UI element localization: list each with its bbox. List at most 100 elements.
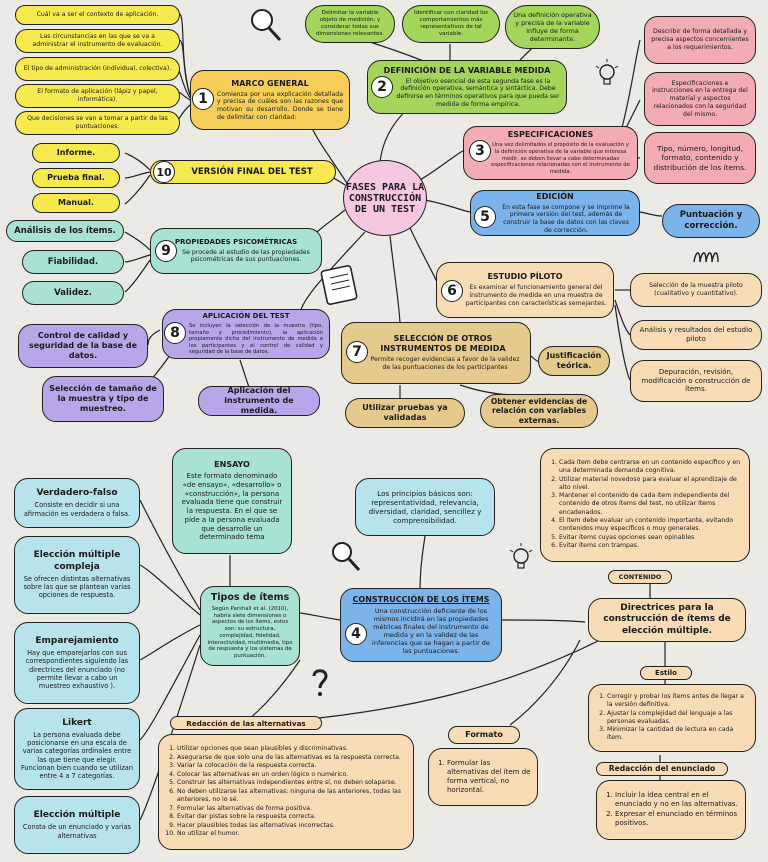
item-type-eleccion-multiple: Elección múltiple Consta de un enunciado…	[14, 796, 140, 854]
phase-number-10: 10	[153, 161, 175, 183]
alternativas-item: Evitar dar pistas sobre la respuesta cor…	[177, 813, 407, 821]
especificaciones-item-3: Tipo, número, longitud, formato, conteni…	[644, 132, 756, 184]
item-type-likert: Likert La persona evaluada debe posicion…	[14, 708, 140, 790]
ensayo-text: Este formato denominado «de ensayo», «de…	[181, 472, 283, 542]
seleccion-item-1: Justificación teórica.	[538, 346, 610, 376]
propiedades-item-3: Validez.	[22, 281, 124, 305]
item-type-text: Hay que emparejarlos con sus correspondi…	[25, 649, 129, 690]
contenido-label: CONTENIDO	[608, 570, 672, 584]
contenido-list-box: Cada ítem debe centrarse en un contenido…	[540, 448, 750, 562]
phase-number-2: 2	[371, 76, 393, 98]
edicion-text: En esta fase se compone y se imprime la …	[502, 203, 630, 234]
marco-title: MARCO GENERAL	[231, 78, 309, 88]
construccion-box: CONSTRUCCIÓN DE LOS ÍTEMS Una construcci…	[340, 588, 502, 662]
ensayo-title: ENSAYO	[214, 460, 250, 469]
enunciado-label: Redacción del enunciado	[596, 762, 728, 776]
squiggle-icon	[693, 252, 719, 263]
phase-number-6: 6	[441, 280, 463, 302]
definicion-box: DEFINICIÓN DE LA VARIABLE MEDIDA El obje…	[367, 60, 567, 114]
enunciado-item: Incluir la idea central en el enunciado …	[615, 791, 739, 809]
definicion-item-2: Identificar con claridad los comportamie…	[402, 5, 500, 43]
formato-label: Formato	[448, 726, 520, 744]
estilo-item: Minimizar la cantidad de lectura en cada…	[607, 726, 749, 742]
phase-number-7: 7	[346, 341, 368, 363]
formato-list-box: Formular las alternativas del ítem de fo…	[428, 748, 538, 806]
aplicacion-item-1: Control de calidad y seguridad de la bas…	[18, 324, 148, 368]
item-type-emparejamiento: Emparejamiento Hay que emparejarlos con …	[14, 622, 140, 704]
definicion-item-3: Una definición operativa y precisa de la…	[505, 5, 600, 49]
item-type-verdadero-falso: Verdadero-falso Consiste en decidir si u…	[14, 478, 140, 528]
enunciado-item: Expresar el enunciado en términos positi…	[615, 810, 739, 828]
especificaciones-text: Una vez delimitados el propósito de la e…	[491, 142, 630, 175]
seleccion-title: SELECCIÓN DE OTROS INSTRUMENTOS DE MEDID…	[380, 334, 506, 354]
estilo-label: Estilo	[640, 666, 692, 680]
marco-text: Comienza por una explicación detallada y…	[217, 90, 343, 121]
alternativas-item: Utilizar opciones que sean plausibles y …	[177, 745, 407, 753]
version-item-3: Manual.	[32, 193, 120, 213]
aplicacion-text: Se incluyen la selección de la muestra (…	[189, 323, 323, 356]
seleccion-item-3: Obtener evidencias de relación con varia…	[480, 394, 598, 428]
item-type-text: Consiste en decidir si una afirmación es…	[23, 501, 131, 518]
formato-item: Formular las alternativas del ítem de fo…	[447, 759, 531, 795]
estudio-item-1: Selección de la muestra piloto (cualitat…	[630, 273, 762, 307]
item-type-eleccion-compleja: Elección múltiple compleja Se ofrecen di…	[14, 536, 140, 614]
alternativas-item: Asegurarse de que solo una de las altern…	[177, 754, 407, 762]
item-type-text: Consta de un enunciado y varias alternat…	[22, 823, 132, 840]
enunciado-list-box: Incluir la idea central en el enunciado …	[596, 780, 746, 840]
item-type-title: Emparejamiento	[35, 635, 119, 646]
marco-item-4: El formato de aplicación (lápiz y papel,…	[15, 84, 180, 108]
magnifier-icon	[251, 9, 282, 42]
propiedades-item-1: Análisis de los ítems.	[6, 220, 124, 242]
estilo-item: Ajustar la complejidad del lenguaje a la…	[607, 710, 749, 726]
seleccion-box: SELECCIÓN DE OTROS INSTRUMENTOS DE MEDID…	[341, 322, 531, 384]
alternativas-item: Hacer plausibles todas las alternativas …	[177, 822, 407, 830]
alternativas-item: Formular las alternativas de forma posit…	[177, 805, 407, 813]
estudio-title: ESTUDIO PÍLOTO	[487, 272, 563, 282]
item-type-title: Likert	[62, 717, 92, 728]
tipos-box: Tipos de ítems Según Parshall et al. (20…	[200, 586, 300, 666]
item-type-text: Se ofrecen distintas alternativas sobre …	[23, 574, 131, 600]
estilo-list-box: Corregir y probar los ítems antes de lle…	[588, 684, 756, 752]
propiedades-text: Se procede al estudio de las propiedades…	[182, 248, 310, 264]
phase-number-9: 9	[155, 240, 177, 262]
alternativas-item: Construir las alternativas independiente…	[177, 779, 407, 787]
item-type-title: Elección múltiple	[33, 810, 121, 821]
marco-item-1: Cuál va a ser el contexto de aplicación.	[15, 5, 180, 25]
contenido-item: Mantener el contenido de cada ítem indep…	[559, 492, 743, 516]
item-type-text: La persona evaluada debe posicionarse en…	[21, 730, 133, 781]
propiedades-item-2: Fiabilidad.	[22, 250, 124, 274]
aplicacion-title: APLICACIÓN DEL TEST	[202, 312, 290, 321]
marco-item-3: El tipo de administración (individual, c…	[15, 57, 180, 81]
alternativas-item: Variar la colocación de la respuesta cor…	[177, 762, 407, 770]
phase-number-4: 4	[345, 623, 367, 645]
contenido-item: Utilizar material novedoso para evaluar …	[559, 476, 743, 492]
seleccion-item-2: Utilizar pruebas ya validadas	[345, 398, 465, 428]
item-type-title: Elección múltiple compleja	[33, 550, 121, 572]
alternativas-item: No deben utilizarse las alternativas: ni…	[177, 788, 407, 804]
edicion-box: EDICIÓN En esta fase se compone y se imp…	[470, 190, 640, 236]
contenido-item: Evitar ítems con trampas.	[559, 542, 743, 550]
marco-item-2: Las circunstancias en las que se va a ad…	[15, 29, 180, 53]
especificaciones-item-1: Describir de forma detallada y precisa a…	[644, 16, 756, 64]
phase-number-5: 5	[474, 206, 496, 228]
construccion-text: Una construcción deficiente de los mismo…	[372, 606, 490, 656]
contenido-item: Evitar ítems cuyas opciones sean opinabl…	[559, 534, 743, 542]
formato-list: Formular las alternativas del ítem de fo…	[435, 759, 531, 796]
propiedades-title: PROPIEDADES PSICOMÉTRICAS	[174, 237, 298, 246]
contenido-item: Cada ítem debe centrarse en un contenido…	[559, 459, 743, 475]
version-item-2: Prueba final.	[32, 168, 120, 188]
aplicacion-item-2: Selección de tamaño de la muestra y tipo…	[42, 376, 164, 422]
directrices-box: Directrices para la construcción de ítem…	[588, 598, 746, 642]
phase-number-3: 3	[469, 140, 491, 162]
ensayo-box: ENSAYO Este formato denominado «de ensay…	[172, 448, 292, 554]
lightbulb-icon	[509, 543, 533, 569]
item-type-title: Verdadero-falso	[36, 488, 118, 499]
estudio-item-2: Análisis y resultados del estudio piloto	[630, 320, 762, 350]
edicion-side: Puntuación y corrección.	[662, 204, 760, 238]
version-item-1: Informe.	[32, 143, 120, 163]
alternativas-list: Utilizar opciones que sean plausibles y …	[165, 745, 407, 839]
principios-box: Los principios básicos son: representati…	[355, 478, 495, 536]
notepad-icon	[320, 265, 358, 305]
alternativas-item: Colocar las alternativas en un orden lóg…	[177, 771, 407, 779]
phase-number-8: 8	[164, 322, 186, 344]
